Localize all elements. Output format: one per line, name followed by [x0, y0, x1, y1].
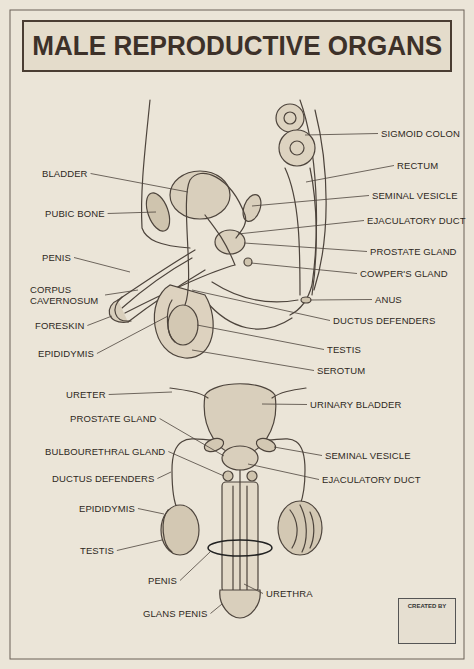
- sagittal-view-part: [240, 192, 265, 224]
- leader-line: [244, 584, 263, 594]
- frontal-view-part: [208, 540, 272, 556]
- leader-line: [210, 604, 222, 614]
- sagittal-view-part: [284, 112, 296, 124]
- part-label: PROSTATE GLAND: [370, 246, 457, 257]
- part-label: DUCTUS DEFENDERS: [333, 315, 435, 326]
- frontal-view-part: [247, 471, 257, 481]
- leader-line: [262, 404, 307, 406]
- sagittal-view-part: [115, 297, 131, 321]
- part-label: TESTIS: [80, 545, 114, 556]
- part-label: COWPER'S GLAND: [360, 268, 448, 279]
- part-label: BULBOURETHRAL GLAND: [45, 446, 165, 457]
- part-label: PUBIC BONE: [45, 208, 105, 219]
- leader-line: [160, 419, 224, 457]
- leader-line: [251, 263, 357, 274]
- leader-line: [109, 392, 172, 395]
- frontal-view-part: [161, 505, 199, 555]
- sagittal-view-part: [185, 173, 246, 305]
- title: MALE REPRODUCTIVE ORGANS: [32, 31, 442, 62]
- sagittal-view-part: [154, 285, 213, 358]
- part-label: EJACULATORY DUCT: [322, 474, 421, 485]
- part-label: PENIS: [42, 252, 71, 263]
- leader-line: [117, 540, 162, 551]
- credit-badge: CREATED BY: [398, 598, 456, 644]
- leader-line: [306, 166, 394, 183]
- leader-line: [238, 221, 364, 235]
- part-label: SEMINAL VESICLE: [372, 190, 458, 201]
- leader-line: [244, 243, 367, 252]
- part-label: ANUS: [375, 294, 402, 305]
- leader-line: [74, 258, 130, 273]
- part-label: EJACULATORY DUCT: [367, 215, 466, 226]
- sagittal-view-part: [276, 104, 304, 132]
- frontal-view-part: [290, 505, 314, 552]
- part-label: DUCTUS DEFENDERS: [52, 473, 154, 484]
- part-label: RECTUM: [397, 160, 438, 171]
- sagittal-view: [109, 100, 326, 358]
- frontal-view: [161, 384, 322, 618]
- frontal-view-part: [220, 590, 260, 618]
- sagittal-view-part: [167, 300, 175, 342]
- leader-line: [97, 316, 168, 354]
- leader-line: [138, 509, 164, 515]
- part-label: URINARY BLADDER: [310, 399, 401, 410]
- part-label: EPIDIDYMIS: [79, 503, 135, 514]
- sagittal-view-part: [205, 300, 292, 329]
- sagittal-view-part: [310, 168, 316, 295]
- leader-line: [192, 290, 330, 321]
- part-label: SEROTUM: [317, 365, 365, 376]
- sagittal-view-part: [290, 141, 304, 155]
- part-label: TESTIS: [327, 344, 361, 355]
- part-label: PENIS: [148, 575, 177, 586]
- sagittal-view-part: [212, 282, 298, 302]
- leader-line: [157, 472, 171, 479]
- frontal-view-part: [223, 471, 233, 481]
- frontal-view-part: [170, 388, 208, 398]
- sagittal-view-part: [170, 171, 230, 219]
- part-label: URETHRA: [266, 588, 313, 599]
- frontal-view-part: [203, 436, 226, 454]
- page-frame: [10, 10, 464, 659]
- part-label: CORPUS CAVERNOSUM: [30, 284, 102, 306]
- part-label: SIGMOID COLON: [381, 128, 460, 139]
- part-label: SEMINAL VESICLE: [325, 450, 411, 461]
- frontal-view-part: [272, 388, 306, 398]
- leader-line: [310, 299, 372, 301]
- frontal-view-part: [163, 510, 172, 552]
- sagittal-view-part: [301, 297, 311, 303]
- part-label: EPIDIDYMIS: [38, 348, 94, 359]
- credit-text: CREATED BY: [399, 599, 455, 610]
- sagittal-view-part: [279, 130, 315, 166]
- frontal-view-part: [255, 436, 278, 454]
- leader-line: [197, 325, 324, 350]
- leader-line: [248, 464, 319, 480]
- leader-line: [87, 316, 112, 326]
- leader-line: [252, 196, 369, 207]
- leader-line: [105, 290, 138, 295]
- leader-line: [192, 350, 314, 371]
- leader-line: [274, 447, 322, 456]
- sagittal-view-part: [142, 100, 190, 248]
- part-label: GLANS PENIS: [143, 608, 207, 619]
- leader-line: [168, 452, 224, 477]
- leader-line: [305, 134, 378, 136]
- part-label: PROSTATE GLAND: [70, 413, 157, 424]
- title-frame: MALE REPRODUCTIVE ORGANS: [22, 20, 452, 72]
- frontal-view-part: [222, 446, 258, 470]
- sagittal-view-part: [285, 168, 300, 295]
- part-label: FORESKIN: [35, 320, 84, 331]
- part-label: BLADDER: [42, 168, 88, 179]
- leader-line: [108, 212, 156, 214]
- leader-line: [180, 552, 210, 581]
- leader-line: [91, 174, 188, 193]
- part-label: URETER: [66, 389, 106, 400]
- sagittal-view-part: [244, 258, 252, 266]
- frontal-view-part: [278, 501, 322, 555]
